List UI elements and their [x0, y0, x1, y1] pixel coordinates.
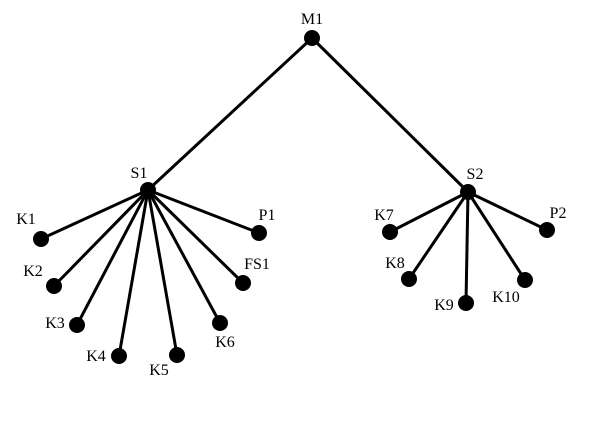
node-label-k3: K3	[45, 315, 65, 332]
node-k3	[69, 317, 85, 333]
node-label-k2: K2	[23, 263, 43, 280]
edge-s2-p2	[467, 190, 548, 232]
edge-s2-k8	[407, 191, 470, 280]
node-label-m1: M1	[301, 11, 323, 28]
node-label-fs1: FS1	[244, 256, 270, 273]
node-k6	[212, 315, 228, 331]
edge-s1-fs1	[146, 188, 245, 285]
edge-s1-k4	[117, 189, 150, 357]
edge-m1-s2	[310, 36, 470, 194]
node-k2	[46, 278, 62, 294]
edge-m1-s1	[146, 36, 314, 192]
node-label-p1: P1	[259, 207, 276, 224]
node-label-s2: S2	[467, 166, 484, 183]
node-label-s1: S1	[131, 165, 148, 182]
node-k1	[33, 231, 49, 247]
node-label-k7: K7	[374, 207, 394, 224]
edge-s1-k2	[52, 188, 150, 288]
node-p2	[539, 222, 555, 238]
edge-s1-k6	[146, 189, 222, 324]
node-s2	[460, 184, 476, 200]
edge-s1-p1	[147, 188, 260, 235]
edge-s2-k9	[464, 191, 470, 304]
node-fs1	[235, 275, 251, 291]
node-label-k9: K9	[434, 297, 454, 314]
node-s1	[140, 182, 156, 198]
edge-s1-k3	[75, 189, 150, 326]
node-k9	[458, 295, 474, 311]
node-p1	[251, 225, 267, 241]
node-label-k5: K5	[149, 362, 169, 379]
node-label-k8: K8	[385, 255, 405, 272]
edge-s1-k1	[40, 188, 149, 241]
node-k4	[111, 348, 127, 364]
edge-s2-k7	[389, 190, 469, 234]
node-label-k1: K1	[16, 211, 36, 228]
node-label-p2: P2	[550, 205, 567, 222]
edge-s1-k5	[146, 189, 179, 356]
node-label-k4: K4	[86, 348, 106, 365]
edge-s2-k10	[466, 191, 527, 281]
node-label-k10: K10	[492, 289, 520, 306]
node-k10	[517, 272, 533, 288]
node-label-k6: K6	[215, 334, 235, 351]
node-k8	[401, 271, 417, 287]
node-m1	[304, 30, 320, 46]
node-k7	[382, 224, 398, 240]
node-k5	[169, 347, 185, 363]
